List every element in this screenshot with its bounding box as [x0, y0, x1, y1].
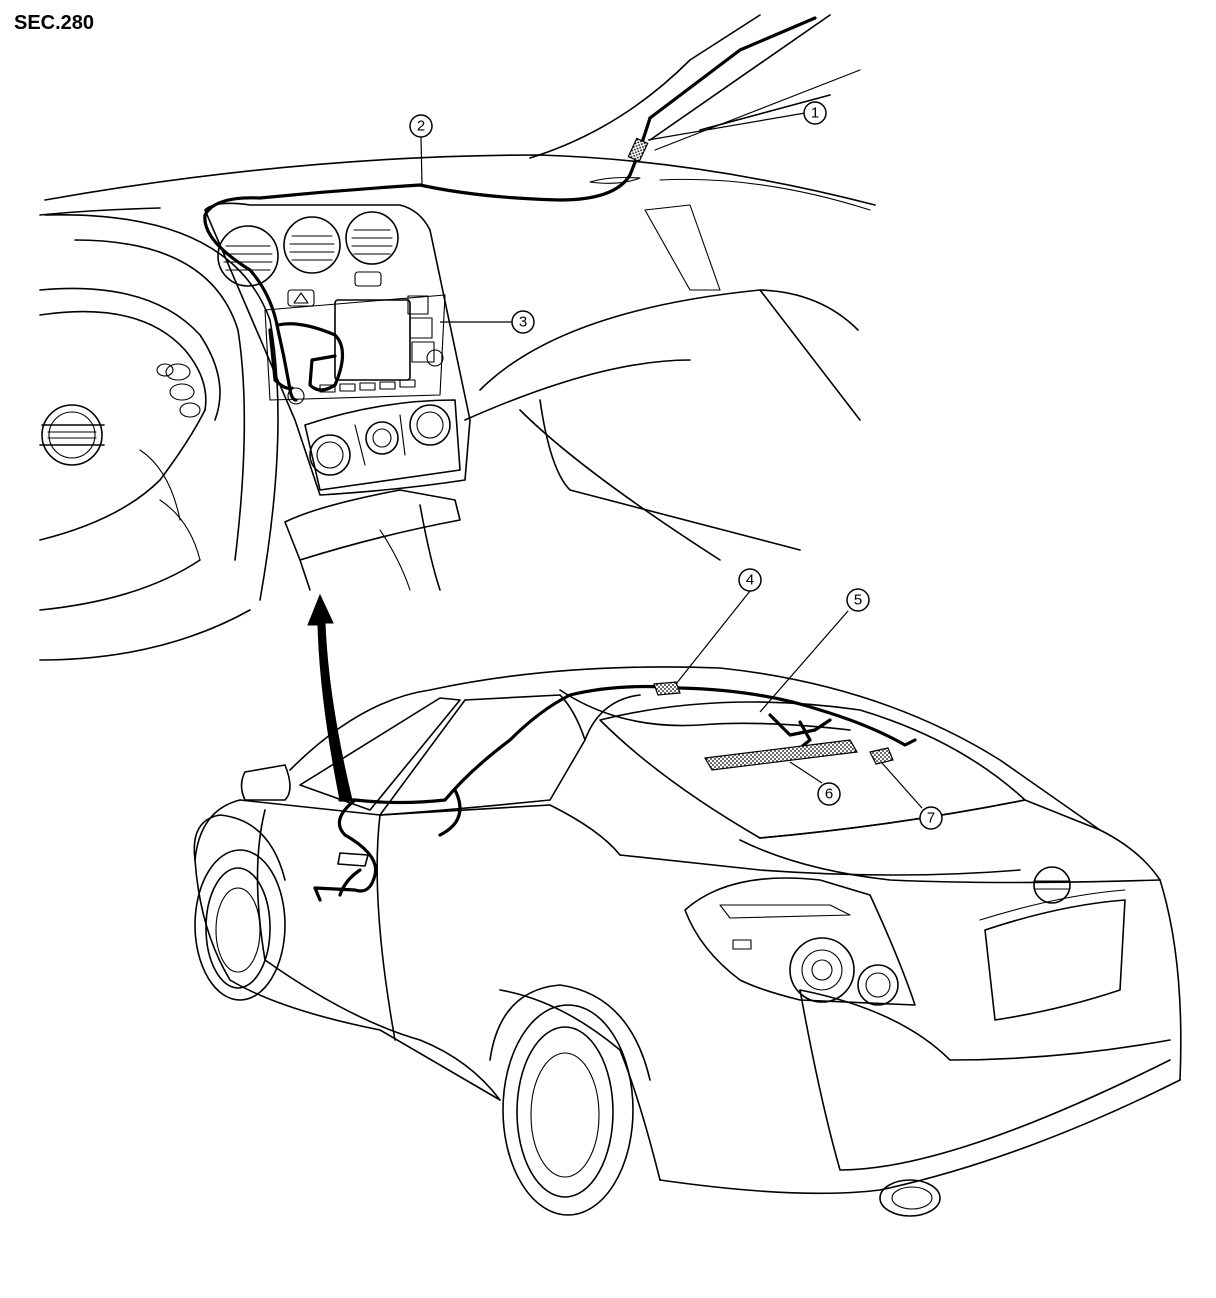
callout-1: 1: [803, 101, 827, 125]
steering-wheel: [39, 214, 279, 661]
callouts: 1 2 3 4 5 6 7: [409, 101, 943, 830]
callout-7: 7: [919, 806, 943, 830]
callout-3: 3: [511, 310, 535, 334]
callout-7-number: 7: [927, 810, 935, 827]
car-view: [193, 666, 1182, 1217]
callout-5: 5: [846, 588, 870, 612]
air-vents: [217, 211, 399, 287]
view-arrow: [307, 593, 353, 801]
callout-6-number: 6: [825, 786, 833, 803]
display-unit: [287, 295, 444, 405]
tail-light: [684, 877, 916, 1006]
callout-4-number: 4: [746, 572, 754, 589]
climate-control: [304, 399, 461, 491]
section-label: SEC.280: [14, 12, 95, 34]
antenna-feeder-harness: [203, 116, 652, 402]
callout-1-number: 1: [811, 105, 819, 122]
callout-2: 2: [409, 114, 433, 138]
dashboard-view: [39, 14, 876, 661]
callout-2-number: 2: [417, 118, 425, 135]
callout-4: 4: [738, 568, 762, 592]
callout-3-number: 3: [519, 314, 527, 331]
callout-5-number: 5: [854, 592, 862, 609]
callout-6: 6: [817, 782, 841, 806]
